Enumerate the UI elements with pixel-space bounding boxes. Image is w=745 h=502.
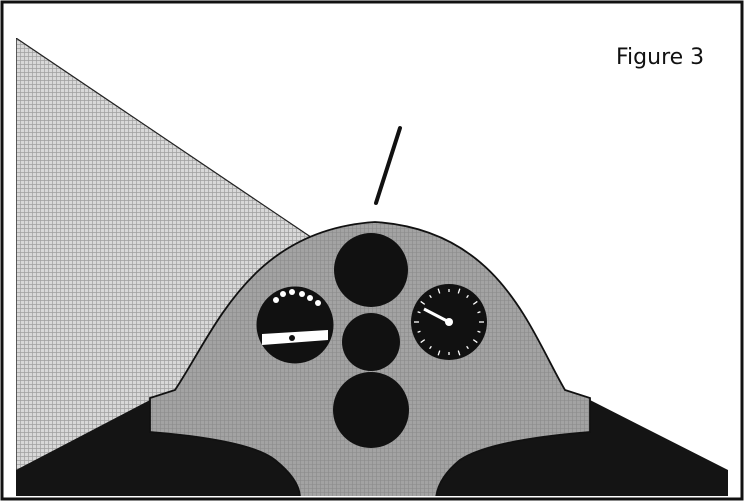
airspeed-tick	[420, 300, 426, 305]
airspeed-tick	[472, 339, 478, 344]
airspeed-tick	[429, 294, 432, 299]
airspeed-tick	[417, 330, 421, 333]
airspeed-tick	[477, 311, 481, 314]
windscreen-post	[374, 126, 402, 205]
airspeed-tick	[477, 330, 481, 333]
figure-label: Figure 3	[616, 45, 704, 70]
attitude-indicator-icon	[256, 286, 334, 364]
airspeed-tick	[417, 311, 421, 314]
airspeed-tick	[437, 350, 441, 356]
cowl-right	[436, 400, 728, 496]
bottom-gauge	[333, 372, 409, 448]
center-gauge	[342, 313, 400, 371]
airspeed-tick	[457, 350, 461, 356]
top-gauge	[334, 233, 408, 307]
airspeed-tick	[466, 294, 469, 299]
airspeed-indicator-icon	[411, 284, 487, 360]
cowl-left	[16, 400, 300, 496]
airspeed-tick	[466, 345, 469, 350]
airspeed-tick	[457, 288, 461, 294]
airspeed-tick	[472, 300, 478, 305]
airspeed-tick	[420, 339, 426, 344]
airspeed-tick	[437, 288, 441, 294]
airspeed-tick	[429, 345, 432, 350]
